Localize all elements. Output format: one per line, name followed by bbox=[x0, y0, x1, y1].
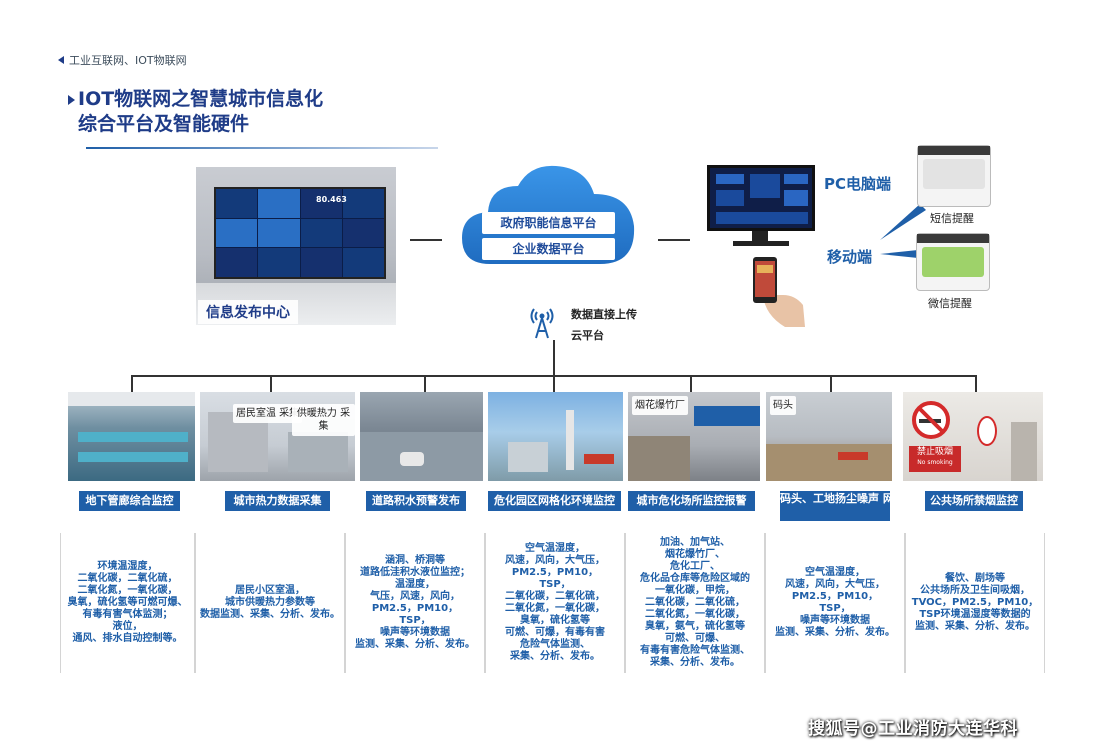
tree-leaf bbox=[690, 375, 692, 392]
breadcrumb-text: 工业互联网、IOT物联网 bbox=[69, 54, 187, 67]
desc-no-smoking: 餐饮、剧场等 公共场所及卫生间吸烟， TVOC，PM2.5，PM10， TSP环… bbox=[905, 533, 1045, 673]
pc-label: PC电脑端 bbox=[824, 175, 892, 193]
tree-leaf bbox=[270, 375, 272, 392]
no-smoking-photo: 禁止吸烟 No smoking bbox=[903, 392, 1043, 481]
dock-photo: 码头 bbox=[766, 392, 892, 481]
signal-tower-icon bbox=[530, 308, 554, 339]
desc-road-water: 涵洞、桥洞等 道路低洼积水液位监控； 温湿度， 气压，风速，风向， PM2.5，… bbox=[345, 533, 485, 673]
phone-icon bbox=[753, 257, 805, 327]
title-underline bbox=[86, 147, 438, 149]
category-road-water: 道路积水预警发布 bbox=[366, 491, 466, 511]
category-heat: 城市热力数据采集 bbox=[225, 491, 330, 511]
heat-photo: 居民室温 采集 供暖热力 采集 bbox=[200, 392, 355, 481]
tree-leaf bbox=[975, 375, 977, 392]
tree-leaf bbox=[131, 375, 133, 392]
wechat-bubble bbox=[922, 247, 984, 277]
connector-left bbox=[410, 239, 442, 241]
gov-platform-label: 政府职能信息平台 bbox=[482, 212, 615, 234]
page-title-line1: IOT物联网之智慧城市信息化 bbox=[78, 88, 324, 110]
wechat-phone bbox=[916, 233, 990, 291]
wechat-label: 微信提醒 bbox=[928, 297, 972, 310]
tag-fireworks: 烟花爆竹厂 bbox=[632, 396, 688, 415]
desc-chemical-park: 空气温湿度， 风速，风向，大气压， PM2.5，PM10， TSP， 二氧化碳，… bbox=[485, 533, 625, 673]
category-hazard-site: 城市危化场所监控报警 bbox=[628, 491, 755, 511]
tree-leaf bbox=[830, 375, 832, 392]
desc-heat: 居民小区室温， 城市供暖热力参数等 数据监测、采集、分析、发布。 bbox=[195, 533, 345, 673]
tag-heating: 供暖热力 采集 bbox=[292, 404, 355, 436]
tree-leaf bbox=[424, 375, 426, 392]
monitor-icon bbox=[707, 165, 815, 231]
chemical-park-photo bbox=[488, 392, 623, 481]
tree-trunk bbox=[553, 340, 555, 376]
breadcrumb: 工业互联网、IOT物联网 bbox=[58, 52, 187, 68]
road-water-photo bbox=[360, 392, 483, 481]
page-title: IOT物联网之智慧城市信息化 综合平台及智能硬件 bbox=[68, 87, 324, 137]
no-smoking-icon bbox=[912, 401, 950, 439]
sms-bubble bbox=[923, 159, 985, 189]
category-chemical-park: 危化园区网格化环境监控 bbox=[488, 491, 621, 511]
desc-hazard-site: 加油、加气站、 烟花爆竹厂、 危化工厂、 危化品仓库等危险区域的 一氧化碳，甲烷… bbox=[625, 533, 765, 673]
category-no-smoking: 公共场所禁烟监控 bbox=[925, 491, 1023, 511]
upload-text-1: 数据直接上传 bbox=[571, 308, 637, 321]
tag-room-temp: 居民室温 采集 bbox=[233, 404, 303, 423]
cloud-platform: 政府职能信息平台 企业数据平台 bbox=[460, 160, 638, 268]
video-wall bbox=[214, 187, 386, 279]
desc-dock: 空气温湿度， 风速，风向，大气压， PM2.5，PM10， TSP， 噪声等环境… bbox=[765, 533, 905, 673]
tree-leaf bbox=[553, 375, 555, 392]
sms-label: 短信提醒 bbox=[930, 212, 974, 225]
hazard-site-photo: 烟花爆竹厂 bbox=[628, 392, 760, 481]
tag-dock: 码头 bbox=[770, 396, 796, 415]
upload-text-2: 云平台 bbox=[571, 329, 604, 342]
page-title-line2: 综合平台及智能硬件 bbox=[78, 113, 250, 135]
no-smoking-sign-en: No smoking bbox=[917, 459, 953, 466]
triangle-left-icon bbox=[58, 56, 64, 64]
monitor-base bbox=[733, 241, 789, 246]
info-center-photo: 80.463 bbox=[196, 167, 396, 325]
screen-number: 80.463 bbox=[316, 195, 347, 204]
enterprise-platform-label: 企业数据平台 bbox=[482, 238, 615, 260]
triangle-right-icon bbox=[68, 95, 75, 105]
category-dock: 码头、工地扬尘噪声 网格化环境监控 bbox=[780, 491, 960, 521]
sms-callout bbox=[880, 204, 926, 240]
connector-right bbox=[658, 239, 690, 241]
pipe-gallery-photo bbox=[68, 392, 195, 481]
mobile-label: 移动端 bbox=[827, 248, 873, 266]
info-center-label: 信息发布中心 bbox=[198, 300, 298, 324]
watermark: 搜狐号@工业消防大连华科 bbox=[808, 719, 1018, 739]
no-smoking-sign-cn: 禁止吸烟 bbox=[916, 447, 953, 457]
monitor-stand bbox=[752, 231, 768, 241]
category-pipe-gallery: 地下管廊综合监控 bbox=[79, 491, 180, 511]
desc-pipe-gallery: 环境温湿度， 二氧化碳，二氧化硫， 二氧化氮，一氧化碳， 臭氧，硫化氢等可燃可爆… bbox=[60, 533, 195, 673]
sms-phone bbox=[917, 145, 991, 207]
wechat-callout bbox=[880, 250, 918, 258]
